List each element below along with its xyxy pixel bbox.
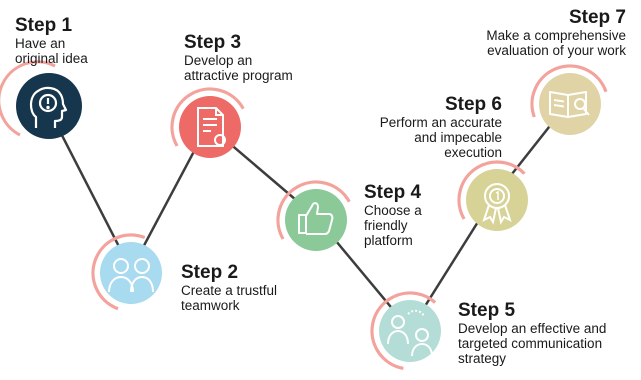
- step-2-desc: Create a trustful teamwork: [181, 283, 278, 313]
- step-4-ring: [276, 180, 356, 260]
- step-2-node: [91, 233, 171, 313]
- step-5-node: [370, 291, 450, 371]
- step-1-label: Step 1 Have an original idea: [15, 15, 125, 67]
- step-4-circle: [285, 189, 347, 251]
- step-7-title: Step 7: [568, 7, 626, 28]
- step-3-circle: [179, 96, 241, 158]
- step-4-node: [276, 180, 356, 260]
- step-6-circle: [466, 169, 528, 231]
- step-1-circle: [16, 73, 82, 139]
- step-6-label: Step 6 Perform an accurate and impecable…: [350, 94, 502, 161]
- step-5-label: Step 5 Develop an effective and targeted…: [458, 300, 638, 367]
- step-1-desc: Have an original idea: [15, 36, 88, 66]
- step-2-label: Step 2 Create a trustful teamwork: [181, 262, 311, 314]
- step-7-label: Step 7 Make a comprehensive evaluation o…: [448, 7, 626, 59]
- team-people-icon: [108, 258, 154, 293]
- step-6-title: Step 6: [444, 94, 502, 115]
- thumbs-up-icon: [298, 202, 334, 235]
- step-7-node: [530, 64, 610, 144]
- step-1-node: [0, 60, 82, 139]
- step-4-label: Step 4 Choose a friendly platform: [364, 182, 464, 249]
- step-1-title: Step 1: [15, 15, 73, 36]
- award-ribbon-icon: [482, 183, 512, 225]
- step-7-desc: Make a comprehensive evaluation of your …: [486, 28, 626, 58]
- communication-people-icon: [387, 309, 433, 357]
- head-exclamation-icon: [29, 86, 68, 128]
- step-6-desc: Perform an accurate and impecable execut…: [379, 115, 502, 160]
- step-3-ring: [170, 87, 250, 167]
- certificate-document-icon: [197, 107, 226, 147]
- step-2-circle: [100, 242, 162, 304]
- step-6-ring: [457, 160, 537, 240]
- step-1-ring: [0, 60, 56, 137]
- step-5-ring: [370, 291, 450, 371]
- step-5-circle: [379, 300, 441, 362]
- book-magnifier-icon: [549, 91, 590, 118]
- step-3-title: Step 3: [184, 32, 242, 53]
- step-5-title: Step 5: [458, 300, 516, 321]
- step-3-desc: Develop an attractive program: [184, 53, 293, 83]
- step-4-desc: Choose a friendly platform: [364, 203, 422, 248]
- step-7-circle: [539, 73, 601, 135]
- step-5-desc: Develop an effective and targeted commun…: [458, 321, 607, 366]
- step-6-node: [457, 160, 537, 240]
- step-2-ring: [91, 233, 171, 313]
- step-4-title: Step 4: [364, 182, 422, 203]
- step-3-node: [170, 87, 250, 167]
- step-7-ring: [530, 64, 610, 144]
- step-3-label: Step 3 Develop an attractive program: [184, 32, 334, 84]
- step-2-title: Step 2: [181, 262, 239, 283]
